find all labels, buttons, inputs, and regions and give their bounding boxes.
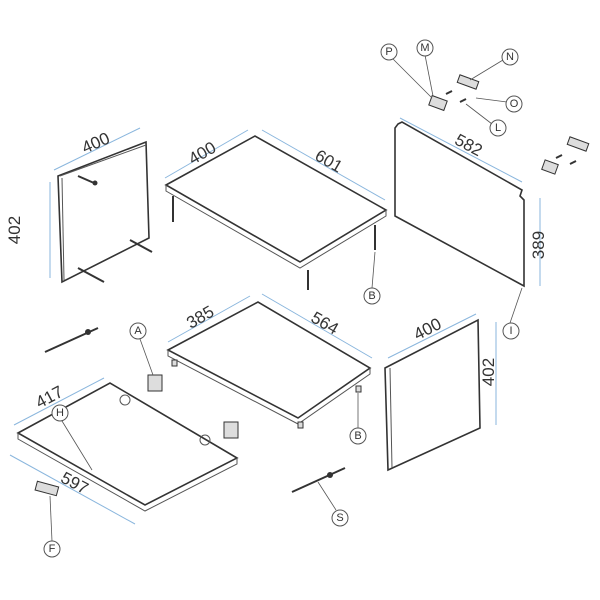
callout-m: M: [416, 39, 434, 97]
shelf-panel: 385 564: [166, 293, 373, 429]
svg-text:A: A: [134, 325, 142, 337]
callout-b-shelf: B: [349, 393, 367, 445]
callout-p: P: [380, 43, 433, 99]
callout-o: O: [475, 95, 523, 113]
left-side-panel: 400 402: [5, 127, 153, 284]
callout-a: A: [129, 322, 154, 376]
callout-s: S: [317, 481, 349, 527]
callout-f: F: [43, 495, 61, 558]
svg-text:N: N: [506, 51, 514, 63]
svg-text:B: B: [354, 430, 361, 442]
misc-hardware: [34, 327, 346, 497]
dim-back-height: 389: [529, 231, 548, 259]
svg-text:I: I: [509, 325, 512, 337]
callout-n: N: [469, 48, 519, 81]
dim-left-side-height: 402: [5, 216, 24, 244]
dim-right-side-height: 402: [479, 358, 498, 386]
svg-text:O: O: [510, 98, 519, 110]
dim-left-side-width: 400: [79, 129, 113, 158]
hinge-hardware: [428, 74, 590, 175]
callout-b-top: B: [363, 251, 381, 305]
right-side-panel: 400 402: [384, 313, 498, 472]
svg-text:S: S: [336, 512, 343, 524]
top-panel: 400 601: [164, 129, 388, 290]
bottom-panel: 417 597: [9, 377, 239, 525]
svg-text:B: B: [368, 290, 375, 302]
callout-i: I: [502, 287, 523, 340]
back-panel: 582 389: [394, 117, 548, 288]
svg-text:L: L: [495, 122, 501, 134]
svg-text:P: P: [385, 46, 392, 58]
svg-text:H: H: [56, 407, 64, 419]
callout-h: H: [51, 404, 93, 471]
svg-text:F: F: [49, 543, 56, 555]
svg-text:M: M: [420, 42, 429, 54]
callout-l: L: [465, 103, 507, 137]
